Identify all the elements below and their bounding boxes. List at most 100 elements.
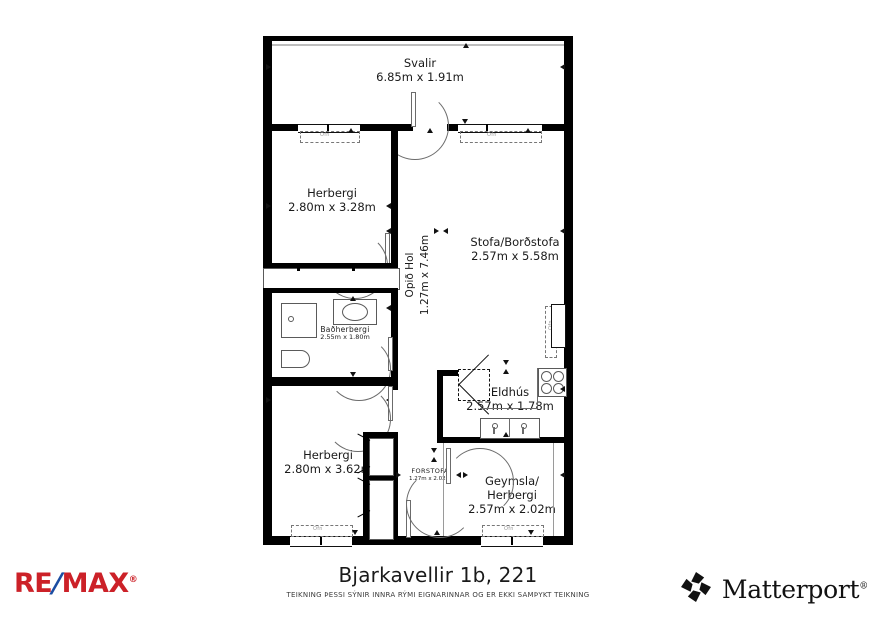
shower-drain-icon	[288, 316, 294, 322]
refrigerator-fixture	[458, 369, 490, 401]
shower-stall-fixture	[281, 303, 317, 338]
wall-hall-left-upper	[391, 124, 398, 269]
wall-exterior-bottom	[263, 536, 573, 545]
dimension-tick-win2	[462, 119, 468, 124]
entry-door-swing-arc	[406, 470, 474, 538]
wall-balcony-bottom-right2	[542, 124, 573, 131]
room-dimensions: 2.55m x 1.80m	[320, 333, 370, 342]
wall-closet-divider2	[352, 263, 355, 271]
wall-bathroom-bottom	[263, 377, 398, 386]
dimension-tick-right	[560, 64, 565, 70]
dimension-tick-up	[463, 43, 469, 48]
wall-kitchen-left	[437, 370, 443, 443]
kitchen-sink-drain-1	[492, 423, 498, 429]
radiator-dash-5	[482, 525, 544, 537]
dimension-tick-stofa-r	[560, 228, 565, 234]
dimension-tick-fors-l	[396, 472, 401, 478]
wall-hall-left-lower	[391, 290, 398, 390]
dimension-tick-bath-top	[350, 296, 356, 301]
window-livingroom-top	[458, 124, 542, 133]
room-name: Svalir	[403, 56, 437, 70]
kitchen-sink-unit	[480, 418, 540, 439]
room-name: Opið Hol	[404, 252, 416, 298]
toilet-fixture	[281, 350, 310, 368]
burner-icon-1	[541, 371, 552, 382]
matterport-wordmark: Matterport®	[722, 575, 868, 604]
radiator-label-5: Ofn	[504, 526, 514, 532]
dimension-tick-win1	[348, 128, 354, 133]
window-mullion-4	[511, 536, 513, 545]
remax-logo: RE/MAX®	[14, 568, 138, 599]
room-name: Herbergi	[307, 186, 357, 200]
kitchen-faucet-2	[522, 427, 524, 434]
window-swing-dash-2	[460, 131, 542, 143]
window-swing-dash-1	[300, 131, 360, 143]
entry-closet-lower	[369, 480, 394, 540]
room-label-bad: Baðherbergi 2.55m x 1.80m	[300, 325, 390, 342]
dimension-tick-stofa-l2	[434, 228, 439, 234]
window-bedroom1-top	[298, 124, 360, 133]
room-name: Stofa/Borðstofa	[470, 235, 560, 249]
room-dimensions: 2.57m x 5.58m	[471, 249, 559, 264]
wall-bedroom1-bottom	[263, 263, 398, 268]
window-mullion-1	[327, 124, 329, 131]
room-dimensions-hol: 1.27m x 7.46m	[419, 205, 432, 345]
dimension-tick-bd1	[386, 228, 391, 234]
dimension-tick-kitchen-b	[503, 432, 509, 437]
dimension-tick-kitchen-r	[560, 386, 565, 392]
footer-bar: RE/MAX® Bjarkavellir 1b, 221 TEIKNING ÞE…	[0, 560, 876, 620]
wall-exterior-top	[263, 36, 573, 41]
matterport-pinwheel-icon	[679, 570, 713, 608]
plan-title-block: Bjarkavellir 1b, 221 TEIKNING ÞESSI SÝNI…	[0, 563, 876, 599]
room-dimensions: 2.80m x 3.62m	[284, 462, 372, 477]
wall-kitchen-top	[437, 370, 477, 376]
radiator-label-2: Ofn	[487, 132, 497, 138]
radiator-label-1: Ofn	[320, 132, 330, 138]
interior-liner-right	[553, 443, 554, 536]
dimension-tick-gey-r	[560, 472, 565, 478]
window-kitchen-right	[551, 304, 566, 348]
dimension-tick-win2b	[525, 128, 531, 133]
dimension-tick-door1	[427, 128, 433, 133]
matterport-word-text: Matterport	[721, 574, 860, 604]
room-label-herbergi2: Herbergi 2.80m x 3.62m	[272, 448, 384, 476]
remax-registered-mark: ®	[128, 575, 138, 585]
interior-liner-left-geymsla	[443, 443, 444, 536]
room-dimensions: 2.80m x 3.28m	[288, 200, 376, 215]
wall-forstofa-right	[392, 432, 398, 545]
remax-re: RE	[14, 568, 53, 599]
dimension-tick-fors-t	[431, 448, 437, 453]
wall-kitchen-bottom	[437, 437, 573, 443]
dimension-tick-h1-right	[386, 203, 391, 209]
burner-icon-2	[553, 371, 564, 382]
balcony-door-swing-arc2	[381, 92, 449, 160]
bedroom1-closet	[263, 268, 400, 290]
geymsla-door-swing-arc	[446, 448, 514, 516]
wall-bedroom1-bottom2	[263, 288, 398, 293]
dimension-tick-bath-right	[386, 305, 391, 311]
room-dimensions: 2.57m x 1.78m	[466, 399, 554, 414]
dimension-tick-left	[266, 64, 271, 70]
window-mullion-3	[320, 536, 322, 545]
bedroom2-door-swing-arc	[325, 386, 391, 452]
dimension-tick-stofa-l	[443, 228, 448, 234]
dimension-tick-bw2	[352, 530, 358, 535]
room-label-svalir: Svalir 6.85m x 1.91m	[335, 56, 505, 84]
wall-balcony-bottom-right	[447, 124, 458, 131]
burner-icon-3	[541, 383, 552, 394]
room-label-hol: Opið Hol	[404, 210, 417, 340]
matterport-logo: Matterport®	[679, 570, 868, 608]
radiator-label-4: Ofn	[313, 526, 323, 532]
dimension-tick-entry	[434, 530, 440, 535]
floor-plan-canvas: Svalir 6.85m x 1.91m Ofn Ofn Herbergi 2.…	[263, 36, 580, 547]
page-title: Bjarkavellir 1b, 221	[338, 563, 538, 587]
room-name: Baðherbergi	[320, 325, 370, 334]
room-label-stofa: Stofa/Borðstofa 2.57m x 5.58m	[450, 235, 580, 263]
room-label-eldhus: Eldhús 2.57m x 1.78m	[445, 385, 575, 413]
dimension-tick-kitchen-t2	[503, 369, 509, 374]
kitchen-sink-divider	[509, 418, 510, 437]
room-dimensions: 1.27m x 7.46m	[419, 234, 431, 316]
wall-forstofa-top	[363, 432, 398, 438]
window-mullion-2	[486, 124, 488, 131]
dimension-tick-kitchen-t	[503, 360, 509, 365]
